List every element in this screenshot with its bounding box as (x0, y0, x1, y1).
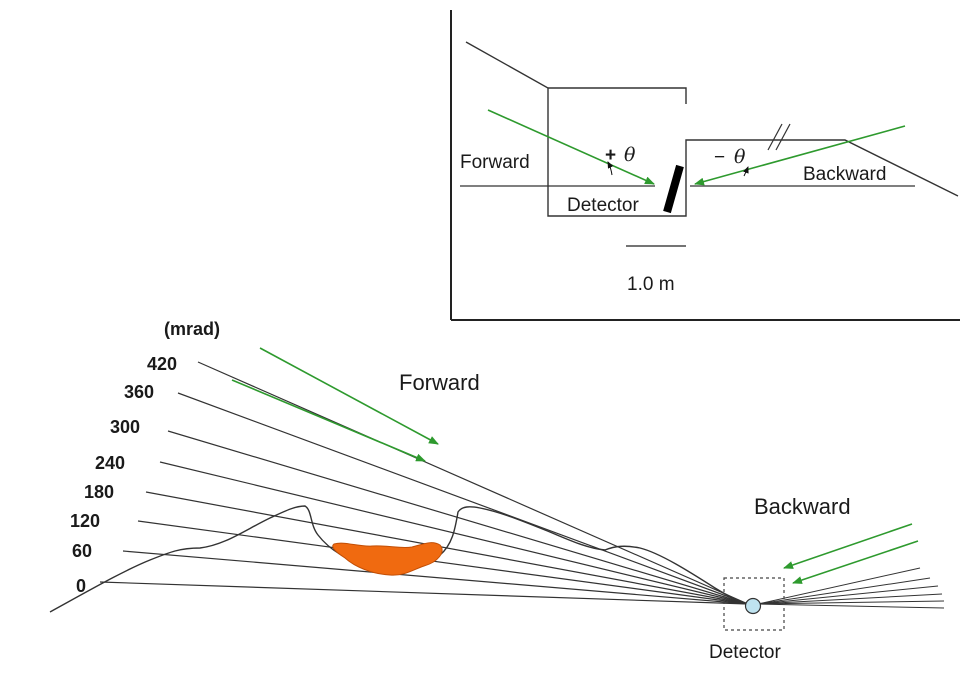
angle-rays-backward (757, 567, 945, 609)
detector-label: Detector (709, 642, 781, 663)
inset-plus-sign: + (605, 145, 616, 166)
inset-minus-theta: θ (734, 146, 746, 168)
angle-label-300: 300 (110, 417, 140, 437)
ray-60 (122, 550, 749, 605)
inset-panel: Forward Backward Detector + θ − θ 1.0 m (450, 10, 960, 321)
forward-arrow-1 (259, 347, 439, 445)
inset-backward-arrow (694, 125, 906, 186)
inset-break-mark-1 (767, 123, 783, 151)
backward-arrow-2 (792, 540, 919, 584)
angle-label-180: 180 (84, 482, 114, 502)
angle-label-120: 120 (70, 511, 100, 531)
inset-detector-label: Detector (567, 195, 639, 216)
inset-backward-label: Backward (803, 164, 886, 185)
inset-forward-label: Forward (460, 152, 530, 173)
ray-360 (177, 392, 749, 605)
ray-420 (197, 361, 749, 605)
inset-break-mark-2 (775, 123, 791, 151)
inset-plus-theta-arc (607, 161, 614, 176)
inset-minus-theta-arc (742, 166, 749, 177)
backward-label: Backward (754, 494, 851, 519)
ray-0 (99, 581, 749, 605)
angle-label-420: 420 (147, 354, 177, 374)
forward-label: Forward (399, 370, 480, 395)
unit-label: (mrad) (164, 319, 220, 339)
inset-scale-label: 1.0 m (627, 274, 675, 295)
backward-arrow-1 (783, 523, 913, 569)
inset-minus-sign: − (714, 147, 725, 168)
angle-label-60: 60 (72, 541, 92, 561)
ray-300 (167, 430, 749, 605)
ray-120 (137, 520, 749, 605)
angle-rays-forward (99, 361, 749, 605)
inset-forward-arrow (487, 109, 655, 185)
detector-box (723, 577, 785, 631)
forward-arrow-2 (231, 379, 426, 462)
inset-detector-slab (663, 164, 684, 214)
inset-plus-theta: θ (624, 144, 636, 166)
angle-label-360: 360 (124, 382, 154, 402)
inset-terrain-outline (465, 41, 959, 217)
inset-building-top (548, 87, 687, 104)
main-section: (mrad) 420 360 300 240 180 120 60 0 Forw… (49, 319, 945, 663)
angle-label-0: 0 (76, 576, 86, 596)
angle-label-240: 240 (95, 453, 125, 473)
detector-dot (744, 597, 762, 615)
orange-deposit (332, 542, 443, 576)
